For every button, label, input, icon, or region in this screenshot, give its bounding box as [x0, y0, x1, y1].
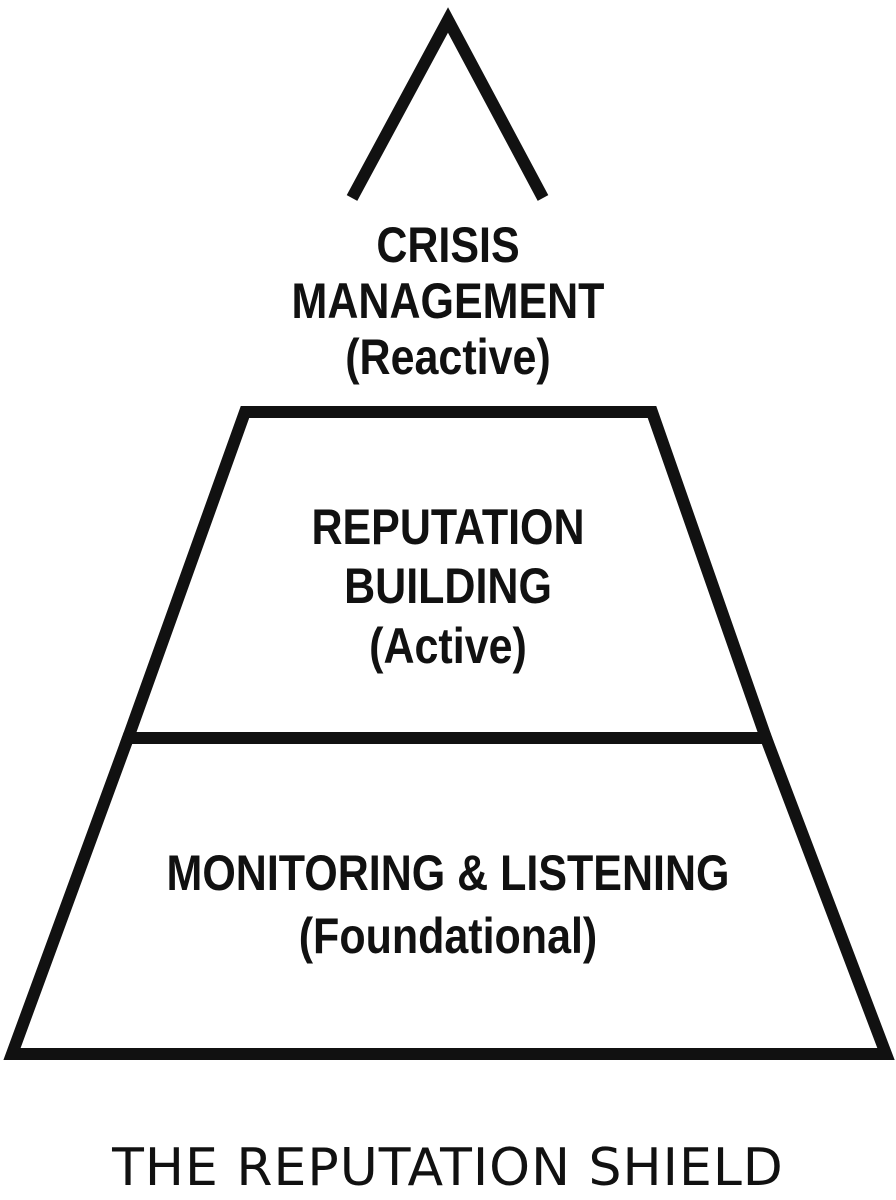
diagram-caption: THE REPUTATION SHIELD — [111, 1138, 784, 1198]
middle-tier-line-1: REPUTATION — [311, 499, 584, 555]
bottom-tier-label: MONITORING & LISTENING (Foundational) — [167, 845, 730, 964]
top-tier-line-3: (Reactive) — [345, 329, 551, 385]
bottom-tier-shape — [3, 732, 895, 1060]
bottom-tier-line-1: MONITORING & LISTENING — [167, 845, 730, 901]
top-tier-label: CRISIS MANAGEMENT (Reactive) — [292, 217, 605, 385]
middle-tier-line-2: BUILDING — [344, 558, 552, 614]
pyramid-apex-outline — [346, 7, 549, 201]
top-tier-line-2: MANAGEMENT — [292, 273, 605, 329]
bottom-tier-line-2: (Foundational) — [299, 908, 598, 964]
top-tier-line-1: CRISIS — [376, 217, 519, 273]
middle-tier-line-3: (Active) — [369, 618, 527, 674]
middle-tier-label: REPUTATION BUILDING (Active) — [311, 499, 584, 674]
